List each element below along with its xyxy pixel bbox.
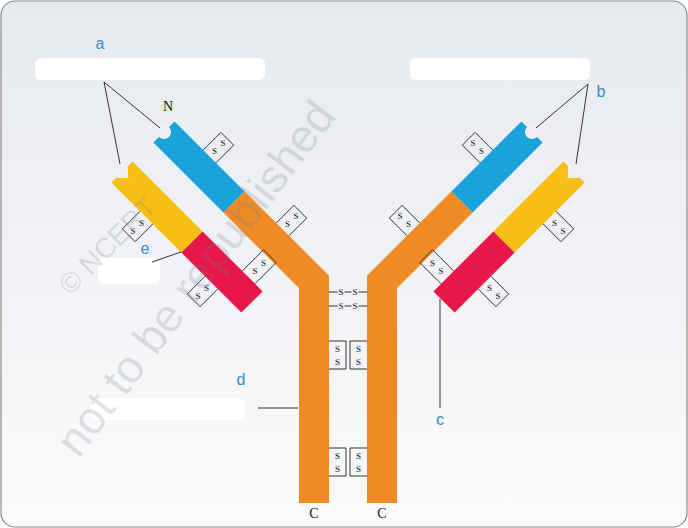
disulfide-bracket [478,276,508,306]
disulfide-bracket [329,448,346,476]
sulfur-atom: S [351,288,358,297]
blank-label-box [35,58,265,80]
sulfur-atom: S [355,464,362,473]
sulfur-atom: S [334,357,341,366]
sulfur-atom: S [396,211,403,220]
leader-line [536,84,588,128]
sulfur-atom: S [293,211,300,220]
leader-line [576,84,588,164]
heavy-chain-variable [462,132,532,202]
leader-line [258,408,298,409]
hinge-disulfide-bond [329,306,367,307]
heavy-chain-variable [164,132,234,202]
leader-line [440,299,441,408]
sulfur-atom: S [260,258,267,267]
light-chain-variable [504,172,574,242]
sulfur-atom: S [478,147,485,156]
disulfide-bracket [462,132,492,162]
disulfide-bracket [350,448,367,476]
callout-letter: b [597,84,606,100]
sulfur-atom: S [211,147,218,156]
leader-line [104,82,160,128]
binding-notch [568,165,581,178]
leader-line [152,252,181,262]
terminus-label: C [377,507,386,521]
sulfur-atom: S [337,288,344,297]
callout-letter: e [141,241,150,257]
right-half [350,125,581,503]
hinge-disulfide-bond [329,292,367,293]
leader-line [104,82,120,164]
terminus-label: C [309,507,318,521]
disulfide-bracket [276,205,306,235]
sulfur-atom: S [355,357,362,366]
disulfide-bracket [420,250,454,284]
sulfur-atom: S [560,227,567,236]
sulfur-atom: S [469,138,476,147]
sulfur-atom: S [334,451,341,460]
heavy-chain-constant [382,202,462,503]
disulfide-bracket [242,250,276,284]
sulfur-atom: S [429,258,436,267]
callout-letter: c [436,412,444,428]
callout-letter: a [96,36,105,52]
disulfide-bracket [329,341,346,369]
disulfide-bracket [203,132,233,162]
blank-label-box [410,58,590,80]
sulfur-atom: S [220,138,227,147]
sulfur-atom: S [284,220,291,229]
sulfur-atom: S [337,302,344,311]
callout-letter: d [237,372,246,388]
disulfide-bracket [350,341,367,369]
sulfur-atom: S [495,292,502,301]
disulfide-bracket [543,211,573,241]
sulfur-atom: S [355,451,362,460]
sulfur-atom: S [351,302,358,311]
disulfide-bracket [389,205,419,235]
binding-notch [115,165,128,178]
light-chain-constant [444,242,504,302]
sulfur-atom: S [405,220,412,229]
sulfur-atom: S [355,344,362,353]
sulfur-atom: S [486,283,493,292]
sulfur-atom: S [334,344,341,353]
terminus-label: N [163,100,173,114]
sulfur-atom: S [438,267,445,276]
sulfur-atom: S [551,218,558,227]
sulfur-atom: S [251,267,258,276]
sulfur-atom: S [334,464,341,473]
